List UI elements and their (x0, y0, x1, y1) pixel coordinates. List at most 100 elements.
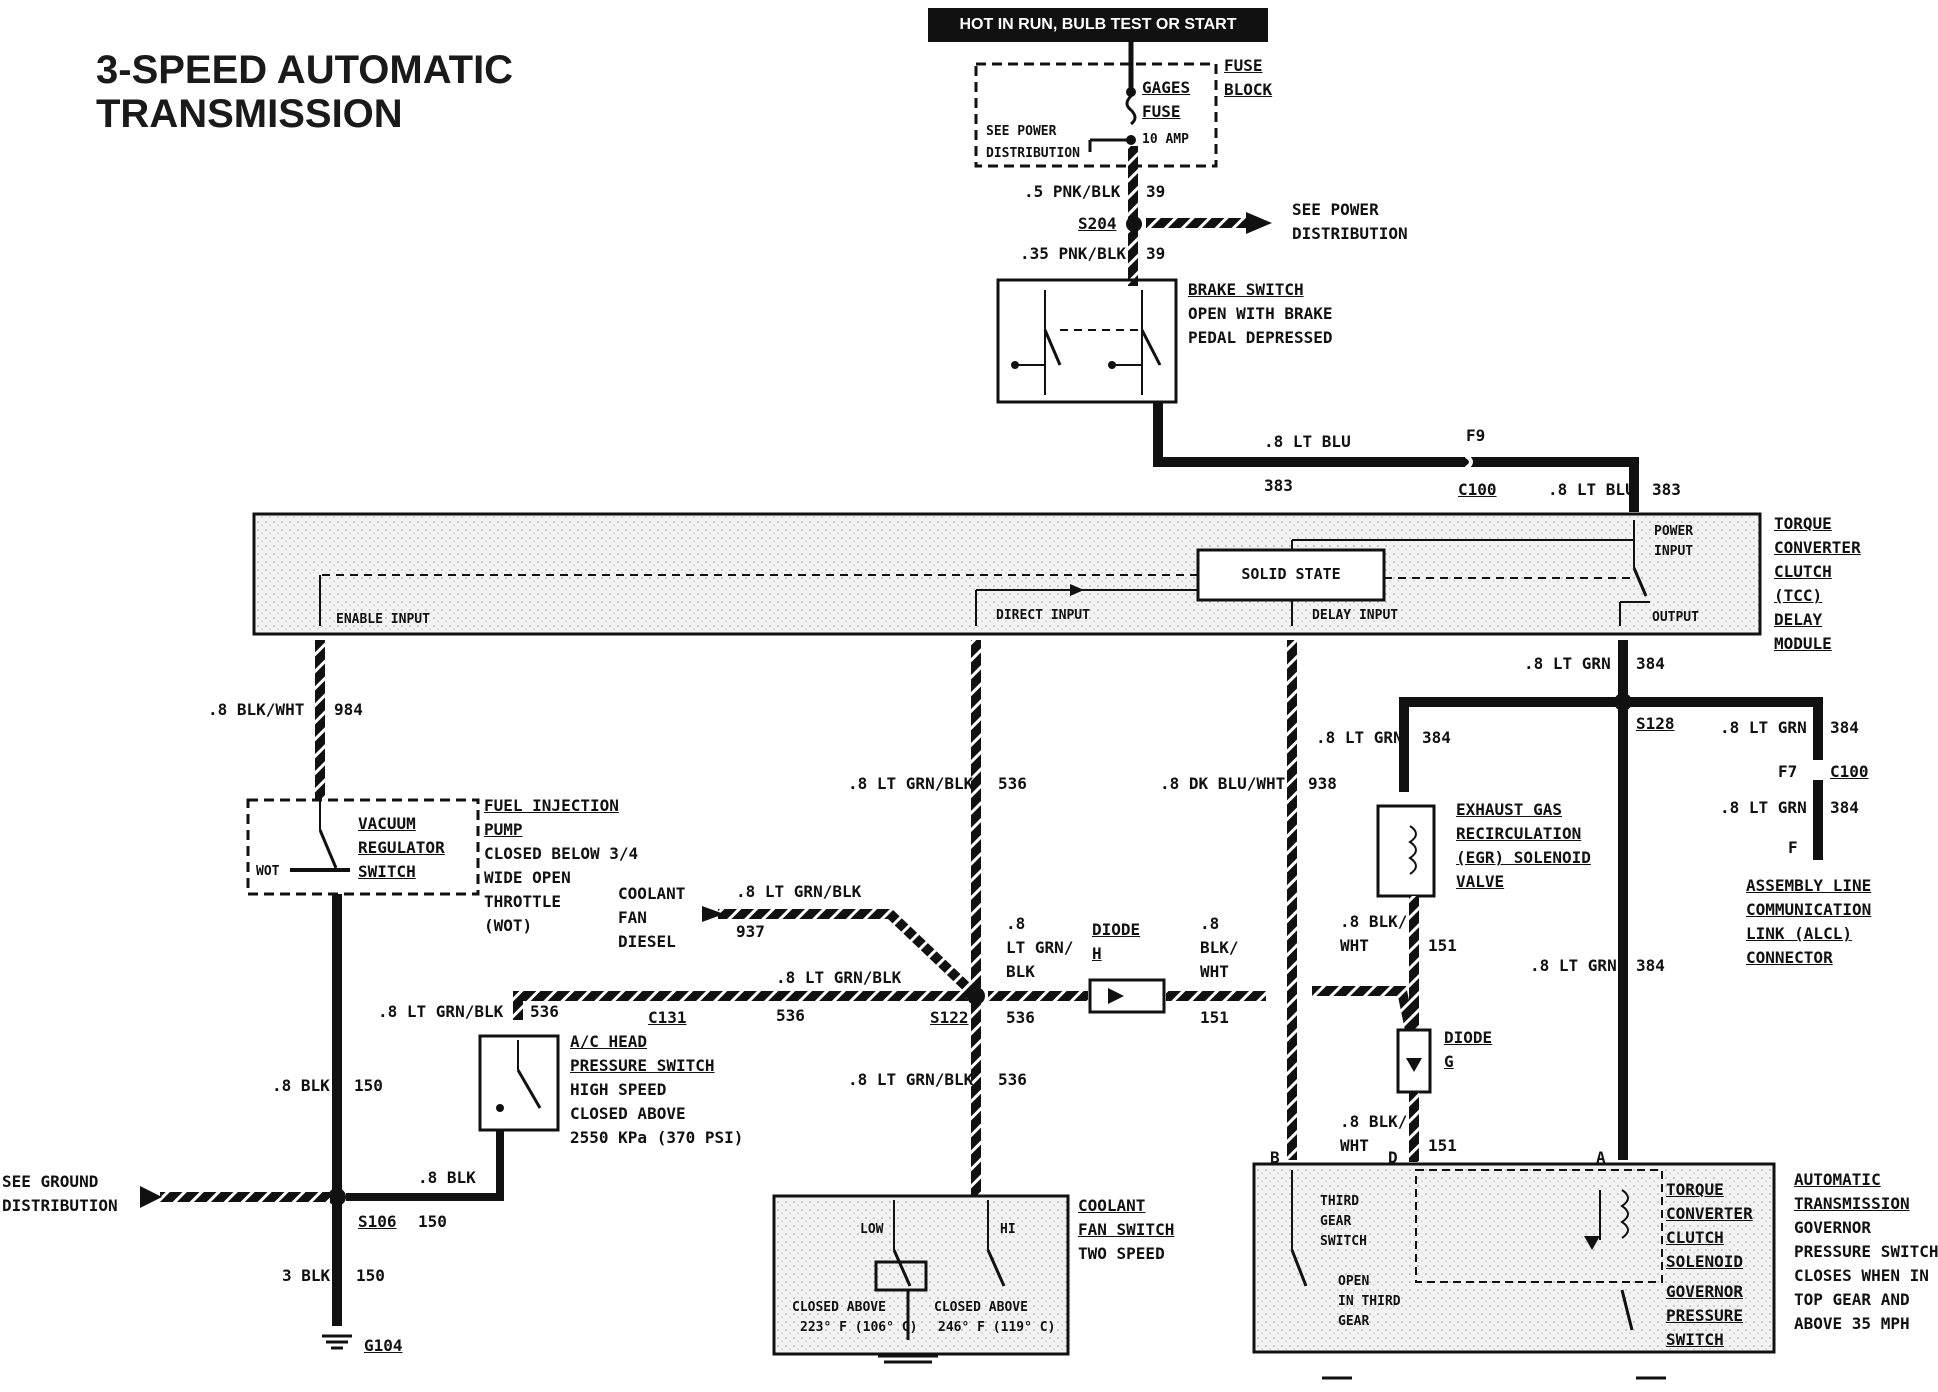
splice-label: S106 (358, 1212, 397, 1231)
circuit-number: 536 (1006, 1008, 1035, 1027)
third-gear-open-label: GEAR (1338, 1314, 1370, 1329)
vacuum-switch-label: REGULATOR (358, 838, 445, 857)
brake-switch-desc: PEDAL DEPRESSED (1188, 328, 1333, 347)
circuit-number: 39 (1146, 182, 1166, 201)
splice-s106 (328, 1188, 346, 1206)
governor-switch-label: SWITCH (1666, 1330, 1724, 1349)
coolant-fan-diesel-label: DIESEL (618, 932, 676, 951)
low-label: LOW (860, 1222, 884, 1237)
wire-label: BLK/ (1200, 938, 1239, 957)
wire-label: .8 DK BLU/WHT (1160, 774, 1286, 793)
see-ground-label: DISTRIBUTION (2, 1196, 118, 1215)
tcc-name: TORQUE (1774, 514, 1832, 533)
diode-icon (1070, 584, 1084, 596)
solenoid-icon (1620, 1189, 1629, 1239)
fuse-name: FUSE (1142, 102, 1181, 121)
circuit-number: 384 (1636, 654, 1665, 673)
transmission-desc: CLOSES WHEN IN (1794, 1266, 1929, 1285)
wire-label: WHT (1200, 962, 1229, 981)
diode-icon (1584, 1236, 1600, 1250)
wire-384 (1376, 640, 1823, 1162)
circuit-number: 150 (354, 1076, 383, 1095)
coolant-switch-label: COOLANT (1078, 1196, 1146, 1215)
ac-switch-label: HIGH SPEED (570, 1080, 667, 1099)
alcl-label: ASSEMBLY LINE (1746, 876, 1872, 895)
vacuum-switch-label: SWITCH (358, 862, 416, 881)
fuel-pump-desc: THROTTLE (484, 892, 562, 911)
see-power-label: DISTRIBUTION (986, 146, 1080, 161)
wire-label: BLK (1006, 962, 1035, 981)
egr-label: VALVE (1456, 872, 1505, 891)
wire-984-150 (140, 640, 504, 1350)
diode-g-label: DIODE (1444, 1028, 1493, 1047)
circuit-number: 384 (1636, 956, 1665, 975)
circuit-number: 39 (1146, 244, 1166, 263)
wire-938 (1287, 640, 1297, 1160)
coolant-threshold: 223° F (106° C) (800, 1320, 918, 1335)
circuit-number: 383 (1264, 476, 1293, 495)
fuse-block-label: FUSE (1224, 56, 1263, 75)
alcl-label: CONNECTOR (1746, 948, 1833, 967)
wire-label: WHT (1340, 1136, 1369, 1155)
solid-state-label: SOLID STATE (1241, 565, 1341, 583)
see-power-label: SEE POWER (1292, 200, 1379, 219)
third-gear-switch-label: SWITCH (1320, 1234, 1367, 1249)
hi-label: HI (1000, 1222, 1016, 1237)
solenoid-icon (1408, 825, 1417, 875)
pin-label: D (1388, 1148, 1398, 1167)
output-label: OUTPUT (1652, 610, 1699, 625)
wire-label: .8 BLK/ (1340, 912, 1408, 931)
fuel-pump-desc: CLOSED BELOW 3/4 (484, 844, 639, 863)
circuit-number: 150 (418, 1212, 447, 1231)
diode-h-label: DIODE (1092, 920, 1141, 939)
wire-label: .8 LT GRN/BLK (848, 774, 974, 793)
tcc-name: (TCC) (1774, 586, 1823, 605)
fuse-rating: 10 AMP (1142, 132, 1189, 147)
wire-label: .8 LT GRN (1720, 798, 1807, 817)
egr-label: (EGR) SOLENOID (1456, 848, 1591, 867)
title-line-1: 3-SPEED AUTOMATIC (96, 48, 514, 92)
third-gear-open-label: IN THIRD (1338, 1294, 1401, 1309)
tcc-delay-module (252, 512, 1762, 636)
splice-s204 (1126, 216, 1142, 232)
circuit-number: 536 (776, 1006, 805, 1025)
automatic-transmission (1252, 1162, 1776, 1380)
direct-input-label: DIRECT INPUT (996, 608, 1090, 623)
alcl-label: LINK (ALCL) (1746, 924, 1852, 943)
wire-label: .8 (1006, 914, 1026, 933)
circuit-number: 938 (1308, 774, 1337, 793)
fuel-pump-desc: WIDE OPEN (484, 868, 571, 887)
diode-icon (1406, 1058, 1422, 1072)
page-title: 3-SPEED AUTOMATIC TRANSMISSION (96, 48, 513, 136)
tcc-solenoid-label: CONVERTER (1666, 1204, 1753, 1223)
ac-head-pressure-switch (478, 991, 975, 1132)
transmission-desc: AUTOMATIC (1794, 1170, 1881, 1189)
wire-label: .8 LT GRN (1720, 718, 1807, 737)
circuit-number: 383 (1652, 480, 1681, 499)
transmission-desc: PRESSURE SWITCH (1794, 1242, 1938, 1261)
pin-label: A (1596, 1148, 1606, 1167)
wire-151-diode-h (988, 978, 1415, 1032)
tcc-solenoid-label: CLUTCH (1666, 1228, 1724, 1247)
arrow-right-icon (140, 1186, 162, 1208)
connector-pin: F (1788, 838, 1798, 857)
power-input-label: POWER (1654, 524, 1694, 539)
see-power-label: SEE POWER (986, 124, 1057, 139)
pin-label: B (1270, 1148, 1280, 1167)
transmission-desc: TOP GEAR AND (1794, 1290, 1910, 1309)
coolant-switch-label: TWO SPEED (1078, 1244, 1165, 1263)
fuel-pump-desc: (WOT) (484, 916, 533, 935)
coolant-threshold: 246° F (119° C) (938, 1320, 1056, 1335)
governor-switch-label: GOVERNOR (1666, 1282, 1744, 1301)
ground-label: G104 (364, 1336, 403, 1355)
wire-label: .5 PNK/BLK (1024, 182, 1121, 201)
brake-switch-name: BRAKE SWITCH (1188, 280, 1304, 299)
diode-icon (1108, 988, 1124, 1004)
transmission-desc: ABOVE 35 MPH (1794, 1314, 1910, 1333)
wire-label: .8 LT BLU (1548, 480, 1635, 499)
wire-label: .8 LT GRN/BLK (776, 968, 902, 987)
wire-label: .8 (1200, 914, 1220, 933)
wire-label: .8 BLK/ (1340, 1112, 1408, 1131)
wire-label: .8 BLK (418, 1168, 476, 1187)
